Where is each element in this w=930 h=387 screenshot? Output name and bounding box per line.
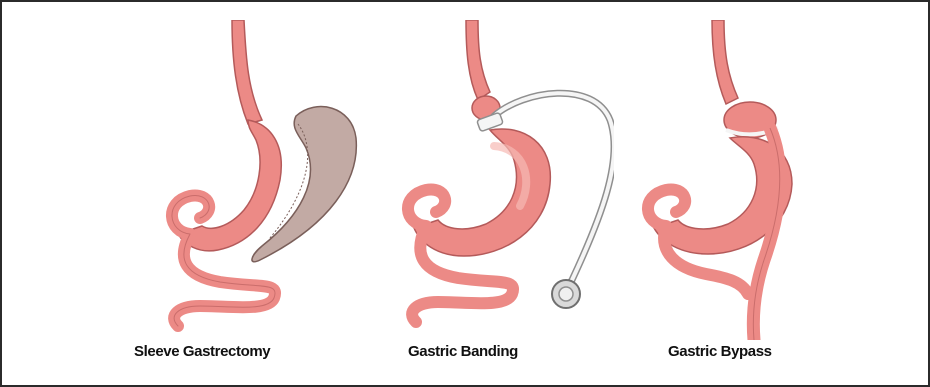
sleeve-gastrectomy-illustration <box>120 20 360 340</box>
esophagus <box>712 20 738 104</box>
caption-sleeve-gastrectomy: Sleeve Gastrectomy <box>134 343 270 360</box>
esophagus <box>466 20 490 100</box>
gastric-banding-illustration <box>374 20 614 340</box>
gastric-bypass-illustration <box>602 20 842 340</box>
access-tubing <box>494 93 614 286</box>
caption-gastric-banding: Gastric Banding <box>408 343 518 360</box>
esophagus <box>232 20 262 124</box>
caption-gastric-bypass: Gastric Bypass <box>668 343 820 360</box>
